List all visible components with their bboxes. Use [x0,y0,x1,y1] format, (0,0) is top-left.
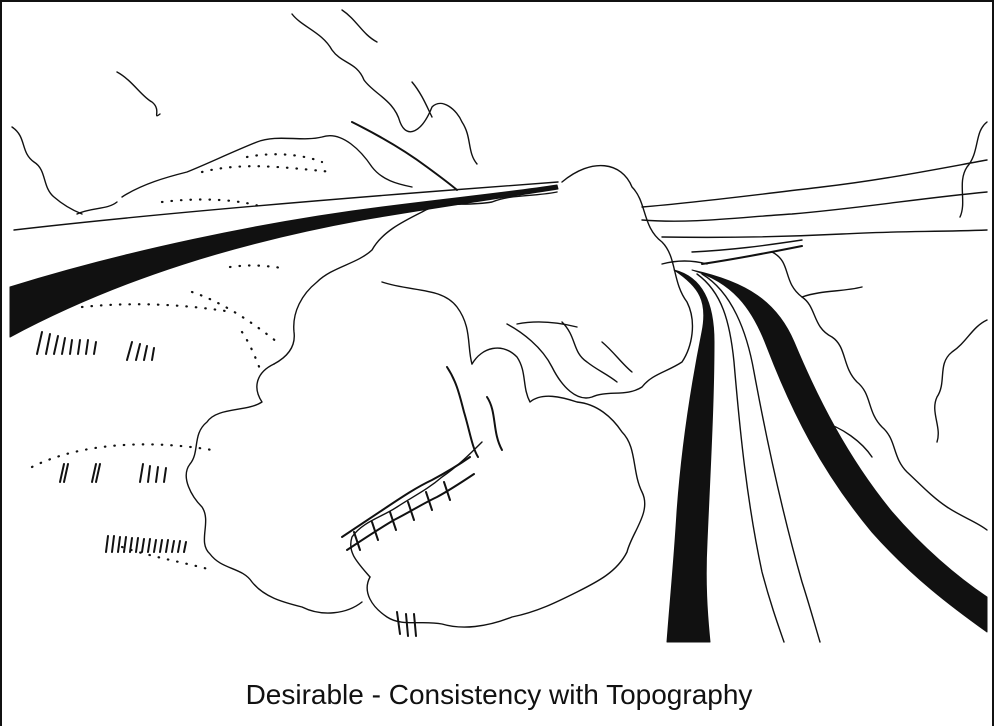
stipple-fields [30,153,334,572]
tree-canopy [185,165,694,637]
upper-left-hills [11,9,478,215]
upper-road [9,181,559,338]
landscape-sketch [9,9,988,643]
right-hills [771,121,988,531]
main-highway [661,260,988,643]
figure-caption: Desirable - Consistency with Topography [245,679,753,710]
distant-ridges [641,159,988,265]
stone-wall [341,456,475,551]
grass-ticks [36,331,187,553]
ridge-line [351,121,458,191]
